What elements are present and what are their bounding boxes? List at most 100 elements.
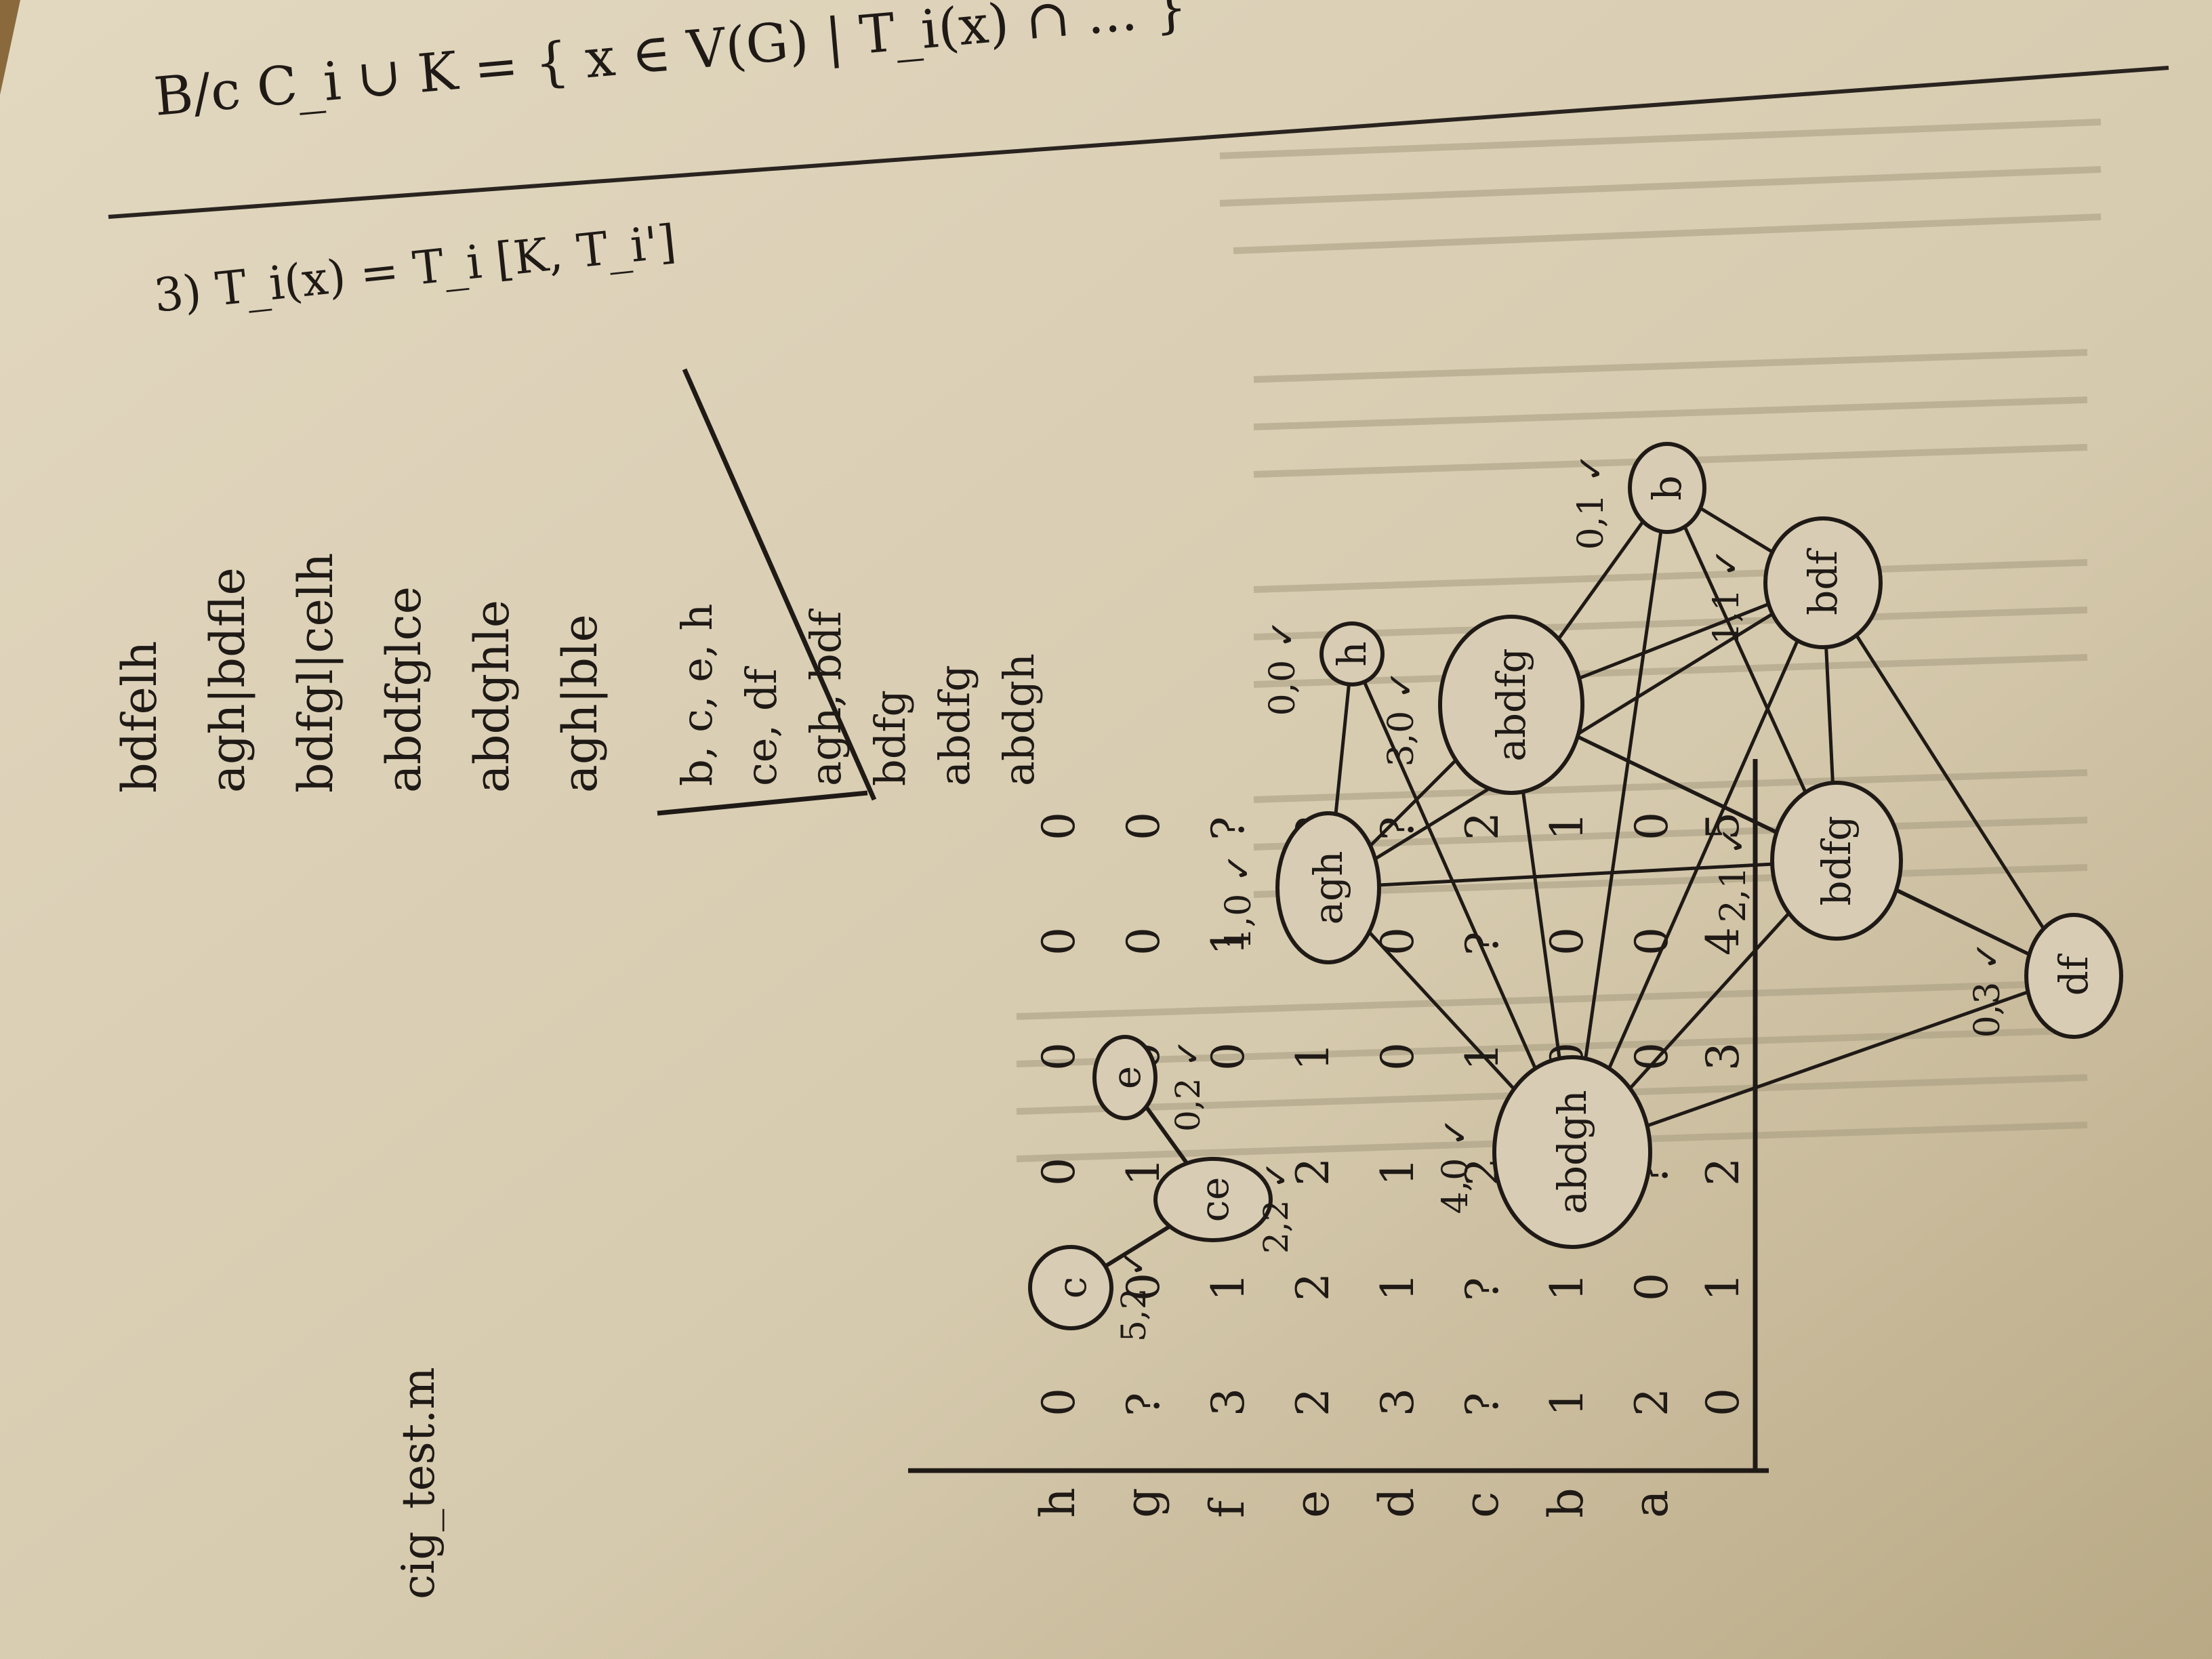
matrix-row-label: d: [1369, 1488, 1425, 1518]
matrix-cell: 0: [1118, 812, 1170, 840]
strings-divider-h: [657, 790, 868, 816]
strings-divider-v: [682, 368, 877, 801]
string-item: bdfgl|celh: [288, 553, 344, 793]
big-graph-node-score: 2,1 ✓: [1713, 826, 1754, 923]
matrix-cell: 0: [1033, 1388, 1085, 1416]
big-graph-node-label: bdfg: [1814, 816, 1860, 906]
matrix-cell: 1: [1372, 1158, 1424, 1186]
big-graph-node: [1319, 621, 1385, 687]
matrix-row-label: e: [1284, 1490, 1340, 1518]
group-item: agh, bdf: [801, 609, 851, 786]
string-item: abdfglce: [376, 586, 432, 793]
matrix-cell: 0: [1626, 812, 1678, 840]
matrix-cell: 0: [1626, 1273, 1678, 1301]
small-graph-node-label: ce: [1191, 1177, 1237, 1223]
matrix-row-label: c: [1454, 1492, 1509, 1518]
string-item: abdghle: [464, 600, 520, 793]
small-graph-node-label: c: [1049, 1277, 1095, 1298]
big-graph-node: [1628, 442, 1706, 534]
big-graph-node-score: 0,0 ✓: [1263, 619, 1303, 716]
matrix-cell: ?: [1118, 1393, 1170, 1416]
matrix-col-header: 2: [1697, 1158, 1749, 1186]
matrix-row-label: g: [1115, 1488, 1170, 1518]
matrix-row-label: h: [1030, 1488, 1086, 1518]
strings-list: bdfelh agh|bdfle bdfgl|celh abdfglce abdghle…: [112, 553, 608, 793]
big-graph-node-score: 0,1 ✓: [1571, 453, 1612, 550]
big-graph-node: [1770, 781, 1903, 941]
matrix-cell: 0: [1372, 927, 1424, 956]
matrix-col-header: 3: [1697, 1042, 1749, 1071]
matrix-cell: 2: [1287, 1388, 1339, 1416]
big-graph-edge: [1821, 581, 2076, 977]
group-item: ce, df: [737, 665, 786, 786]
big-graph-node-score: 0,3 ✓: [1967, 941, 2008, 1038]
groups-list: b, c, e, h ce, df agh, bdf bdfg abdfg abdgh: [672, 604, 1044, 786]
big-graph-node-label: abdgh: [1549, 1090, 1595, 1214]
matrix-cell: ?: [1456, 1393, 1509, 1416]
matrix-cell: 0: [1372, 1042, 1424, 1071]
group-item: abdgh: [994, 653, 1044, 786]
matrix-cell: 0: [1033, 812, 1085, 840]
small-graph-node-score: 5,2 ✓: [1114, 1249, 1153, 1342]
small-graph-node: [1028, 1245, 1113, 1330]
matrix-cell: 1: [1202, 927, 1254, 956]
matrix-cell: 1: [1541, 1388, 1593, 1416]
big-graph-node-score: 4,0 ✓: [1435, 1118, 1476, 1214]
small-graph: c 5,2 ✓ ce 2,2 ✓ e 0,2 ✓: [1028, 1035, 1296, 1342]
matrix-cell: ?: [1456, 1277, 1509, 1301]
small-graph-node-label: e: [1103, 1066, 1149, 1089]
matrix-cell: 1: [1287, 1042, 1339, 1071]
matrix-cell: 1: [1541, 812, 1593, 840]
big-graph: h 0,0 ✓ agh 1,0 ✓ abdfg 3,0 ✓ b 0,1 ✓ bdf 1,1 ✓ bd…: [1218, 442, 2123, 1249]
big-graph-node-label: agh: [1305, 851, 1351, 924]
matrix-row-label: b: [1538, 1488, 1594, 1518]
big-graph-node-score: 3,0 ✓: [1381, 670, 1422, 767]
matrix-cell: 2: [1626, 1388, 1678, 1416]
string-item: bdfelh: [112, 641, 167, 793]
matrix-cell: 0: [1033, 1158, 1085, 1186]
matrix-cell: 0: [1202, 1042, 1254, 1071]
matrix-col-header: 0: [1697, 1388, 1749, 1416]
big-graph-node-label: b: [1644, 475, 1690, 500]
big-graph-node: [1438, 615, 1584, 795]
matrix-cell: 3: [1372, 1388, 1424, 1416]
group-item: abdfg: [930, 665, 979, 786]
group-item: b, c, e, h: [672, 604, 722, 786]
matrix-cell: 1: [1541, 1273, 1593, 1301]
matrix-col-header: 4: [1697, 927, 1749, 956]
matrix-cell: 2: [1456, 812, 1509, 840]
big-graph-node-score: 1,1 ✓: [1706, 548, 1747, 645]
matrix-cell: 0: [1118, 927, 1170, 956]
small-graph-node: [1092, 1035, 1158, 1120]
big-graph-node-label: bdf: [1800, 548, 1846, 615]
header-rule: [108, 66, 2169, 219]
matrix-cell: ?: [1202, 817, 1254, 840]
matrix-cell: 2: [1287, 1158, 1339, 1186]
big-graph-node-label: abdfg: [1488, 648, 1534, 761]
big-graph-edge: [1572, 974, 2074, 1154]
big-graph-node: [1275, 811, 1381, 964]
matrix-cell: 2: [1287, 1273, 1339, 1301]
big-graph-edge: [1570, 581, 1825, 1153]
big-graph-node-label: h: [1329, 641, 1375, 666]
matrix-row-label: a: [1623, 1490, 1679, 1518]
matrix-row-label: f: [1200, 1497, 1255, 1518]
string-item: agh|bdfle: [200, 567, 255, 793]
string-item: agh|ble: [552, 614, 608, 793]
big-graph-node-score: 1,0 ✓: [1218, 853, 1259, 950]
big-graph-node: [2024, 913, 2123, 1039]
small-graph-node-score: 2,2 ✓: [1256, 1161, 1296, 1254]
small-graph-node: [1153, 1157, 1273, 1242]
matrix-cell: 0: [1033, 927, 1085, 956]
big-graph-edge: [1570, 487, 1669, 1153]
big-graph-edge: [1328, 859, 1837, 890]
small-graph-node-score: 0,2 ✓: [1168, 1039, 1208, 1132]
matrix-cell: 0: [1541, 927, 1593, 956]
footer-filename: cig_test.m: [392, 1367, 445, 1599]
big-graph-node: [1763, 516, 1883, 649]
group-item: bdfg: [865, 690, 915, 786]
matrix-cell: 0: [1118, 1273, 1170, 1301]
matrix-col-header: 1: [1697, 1273, 1749, 1301]
matrix-cell: 0: [1033, 1042, 1085, 1071]
